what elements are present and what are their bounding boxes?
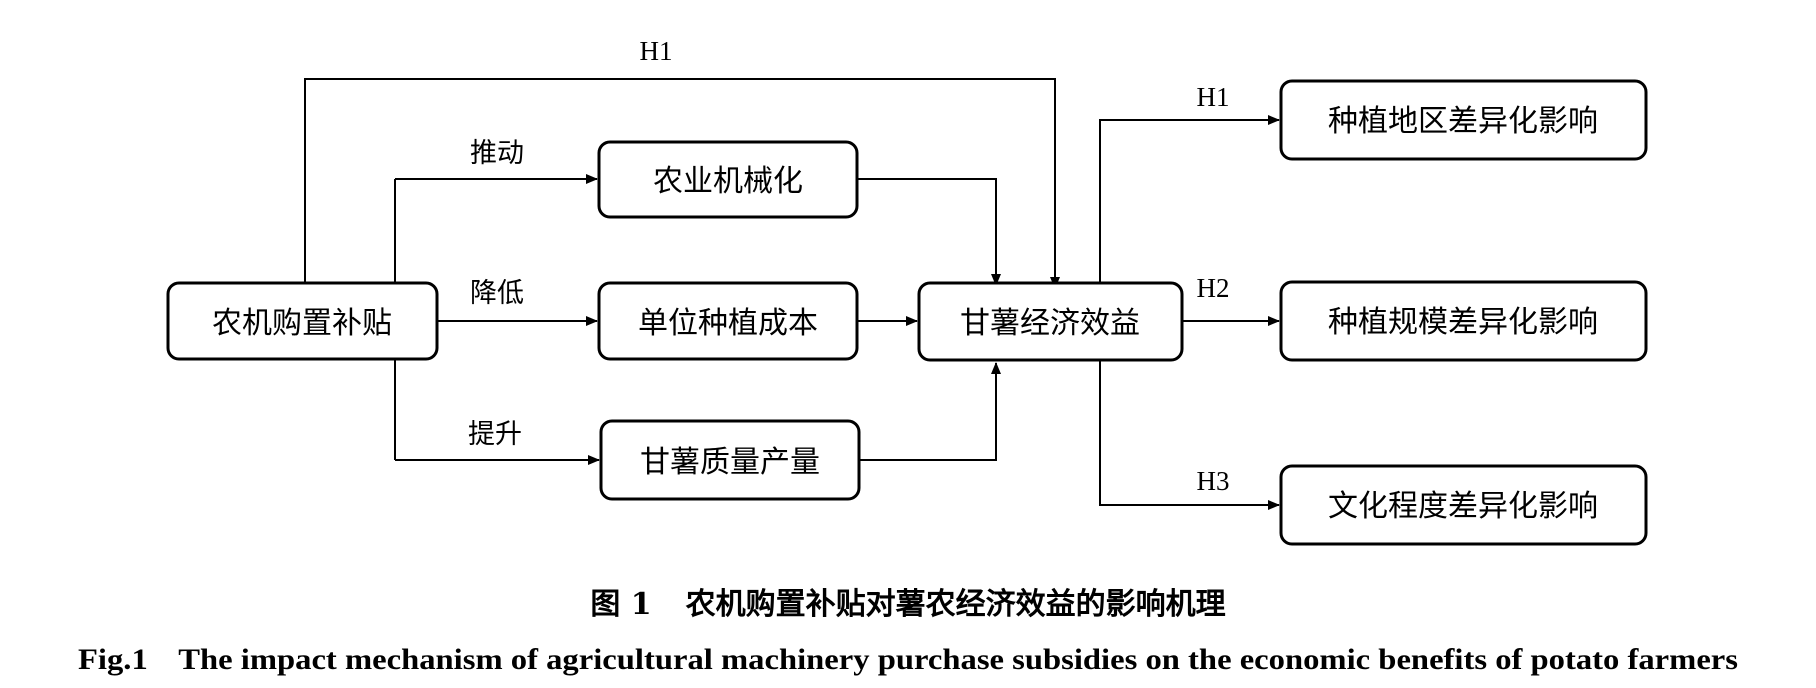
node-education-label: 文化程度差异化影响 (1328, 489, 1598, 524)
caption-cn-number: 图 1 (590, 587, 651, 622)
node-scale-label: 种植规模差异化影响 (1328, 305, 1598, 340)
node-unit-cost-label: 单位种植成本 (638, 306, 818, 341)
arrow-subsidy-benefit-h1 (304, 78, 1060, 289)
label-improve: 提升 (468, 419, 522, 450)
node-region: 种植地区差异化影响 (1279, 79, 1648, 161)
connectors (304, 78, 1280, 510)
caption: 图 1 农机购置补贴对薯农经济效益的影响机理 Fig.1 The impact me… (78, 587, 1738, 676)
arrow-quality-benefit (859, 362, 1001, 461)
node-quality-yield: 甘薯质量产量 (599, 419, 861, 501)
node-subsidy: 农机购置补贴 (166, 281, 439, 361)
arrow-benefit-region (1099, 115, 1280, 283)
node-scale: 种植规模差异化影响 (1279, 280, 1648, 362)
label-h2: H2 (1197, 273, 1230, 303)
label-promote: 推动 (470, 138, 524, 169)
label-h1-top: H1 (640, 36, 673, 66)
caption-cn-title: 农机购置补贴对薯农经济效益的影响机理 (685, 587, 1226, 622)
node-region-label: 种植地区差异化影响 (1328, 104, 1598, 139)
node-subsidy-label: 农机购置补贴 (212, 306, 392, 341)
caption-en: Fig.1 The impact mechanism of agricultura… (78, 643, 1738, 676)
caption-cn: 图 1 农机购置补贴对薯农经济效益的影响机理 (590, 587, 1225, 622)
caption-en-number: Fig.1 (78, 643, 148, 676)
arrow-benefit-education (1099, 360, 1280, 510)
caption-en-title: The impact mechanism of agricultural mac… (178, 643, 1738, 676)
label-h3: H3 (1197, 466, 1230, 496)
label-h1-right: H1 (1197, 82, 1230, 112)
node-education: 文化程度差异化影响 (1279, 464, 1648, 546)
node-mechanization: 农业机械化 (597, 140, 859, 219)
arrow-mechanization-benefit (857, 178, 1001, 286)
node-benefit-label: 甘薯经济效益 (960, 306, 1140, 341)
edge-labels: H1 推动 降低 提升 H1 H2 H3 (468, 36, 1230, 496)
label-reduce: 降低 (470, 278, 524, 309)
node-benefit: 甘薯经济效益 (917, 281, 1184, 362)
node-mechanization-label: 农业机械化 (653, 164, 803, 199)
node-quality-yield-label: 甘薯质量产量 (640, 445, 820, 480)
node-unit-cost: 单位种植成本 (597, 281, 859, 361)
